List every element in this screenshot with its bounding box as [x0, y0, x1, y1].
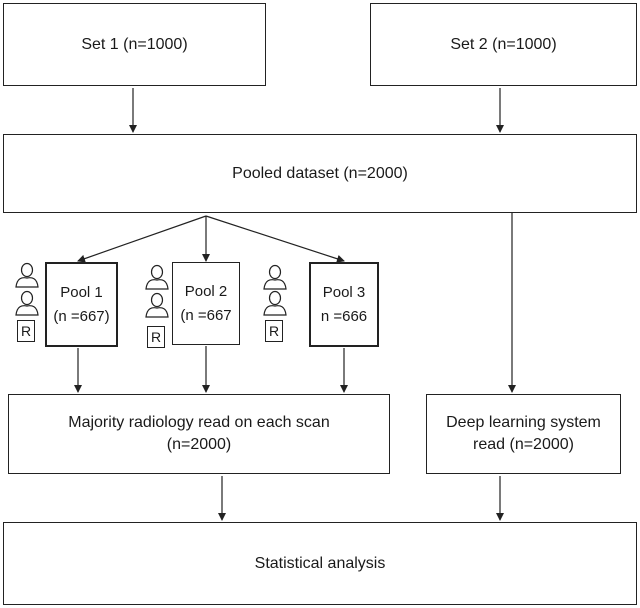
pool3-name: Pool 3 — [322, 283, 366, 301]
set2-box: Set 2 (n=1000) — [370, 3, 637, 86]
majority-read-box: Majority radiology read on each scan (n=… — [8, 394, 390, 474]
set1-box: Set 1 (n=1000) — [3, 3, 266, 86]
pool2-count: (n =667 — [180, 306, 232, 324]
majority-read-line1: Majority radiology read on each scan — [68, 414, 330, 431]
pool3-box: Pool 3 n =666 — [309, 262, 379, 347]
pool2-box: Pool 2 (n =667 — [172, 262, 240, 345]
deep-learning-read-line2: read (n=2000) — [473, 436, 574, 453]
r-box-icon: R — [17, 320, 35, 342]
set1-label: Set 1 (n=1000) — [81, 35, 188, 53]
r-box-icon: R — [147, 326, 165, 348]
deep-learning-read-line1: Deep learning system — [446, 414, 601, 431]
person-icon — [145, 292, 169, 318]
pool1-name: Pool 1 — [60, 283, 103, 301]
majority-read-line2: (n=2000) — [166, 436, 232, 453]
arrow-pooled-to-pool3 — [205, 215, 345, 263]
arrow-pooled-to-pool1 — [77, 215, 207, 263]
pool2-name: Pool 2 — [184, 282, 228, 300]
pool1-count: (n =667) — [53, 307, 110, 325]
person-icon — [263, 264, 287, 290]
person-icon — [15, 290, 39, 316]
set2-label: Set 2 (n=1000) — [450, 35, 557, 53]
statistical-analysis-label: Statistical analysis — [254, 554, 386, 572]
deep-learning-read-box: Deep learning system read (n=2000) — [426, 394, 621, 474]
person-icon — [145, 264, 169, 290]
r-box-icon: R — [265, 320, 283, 342]
pooled-dataset-box: Pooled dataset (n=2000) — [3, 134, 637, 213]
pool3-count: n =666 — [320, 307, 368, 325]
person-icon — [15, 262, 39, 288]
pool1-box: Pool 1 (n =667) — [45, 262, 118, 347]
person-icon — [263, 290, 287, 316]
pooled-dataset-label: Pooled dataset (n=2000) — [232, 164, 408, 182]
statistical-analysis-box: Statistical analysis — [3, 522, 637, 605]
